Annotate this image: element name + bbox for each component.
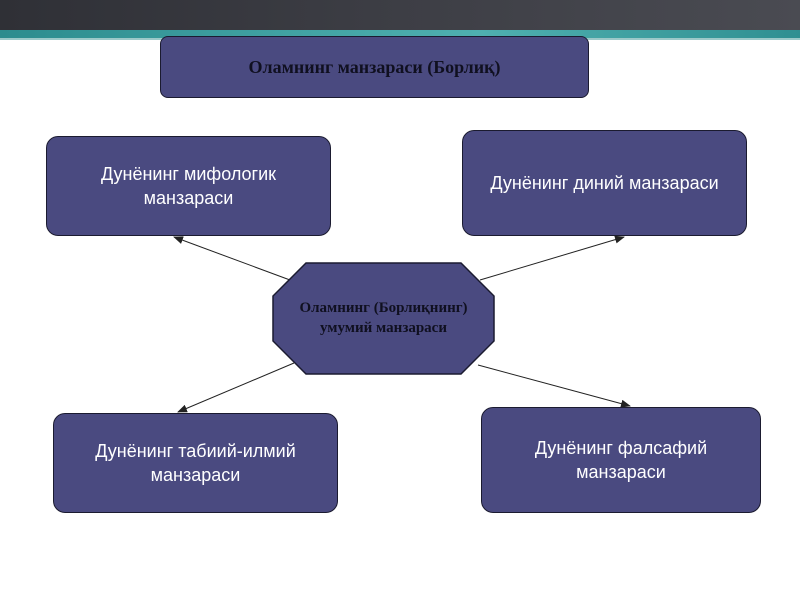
center-node: Оламнинг (Борлиқнинг) умумий манзараси bbox=[272, 262, 495, 375]
arrow-to-top-right bbox=[479, 235, 625, 281]
arrow-to-top-left bbox=[173, 236, 291, 281]
arrow-to-bottom-left bbox=[177, 362, 295, 413]
arrow-to-bottom-right bbox=[477, 364, 631, 408]
diagram-title: Оламнинг манзараси (Борлиқ) bbox=[160, 36, 589, 98]
node-natural-scientific: Дунёнинг табиий-илмий манзараси bbox=[53, 413, 338, 513]
header-bar bbox=[0, 0, 800, 30]
center-node-label: Оламнинг (Борлиқнинг) умумий манзараси bbox=[299, 300, 468, 336]
node-philosophical: Дунёнинг фалсафий манзараси bbox=[481, 407, 761, 513]
header-stripe bbox=[0, 30, 800, 38]
node-mythological: Дунёнинг мифологик манзараси bbox=[46, 136, 331, 236]
octagon-shape bbox=[272, 262, 495, 375]
node-religious: Дунёнинг диний манзараси bbox=[462, 130, 747, 236]
